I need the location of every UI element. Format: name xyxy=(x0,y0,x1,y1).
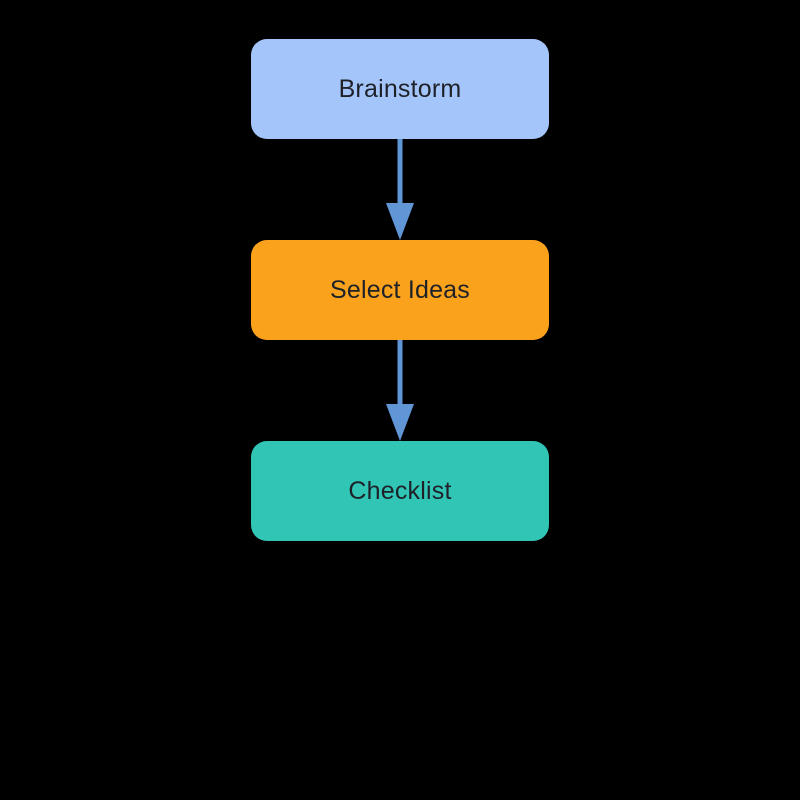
arrow-head xyxy=(386,203,414,240)
node-select-ideas: Select Ideas xyxy=(251,240,549,340)
node-select-ideas-label: Select Ideas xyxy=(330,275,470,304)
arrow-shaft xyxy=(397,139,403,207)
arrow-shaft xyxy=(397,340,403,408)
node-brainstorm-label: Brainstorm xyxy=(338,74,462,103)
node-brainstorm: Brainstorm xyxy=(251,39,549,139)
arrow-head xyxy=(386,404,414,441)
arrow-down-icon xyxy=(386,340,414,441)
arrow-down-icon xyxy=(386,139,414,240)
node-checklist-label: Checklist xyxy=(348,476,452,505)
node-checklist: Checklist xyxy=(251,441,549,541)
